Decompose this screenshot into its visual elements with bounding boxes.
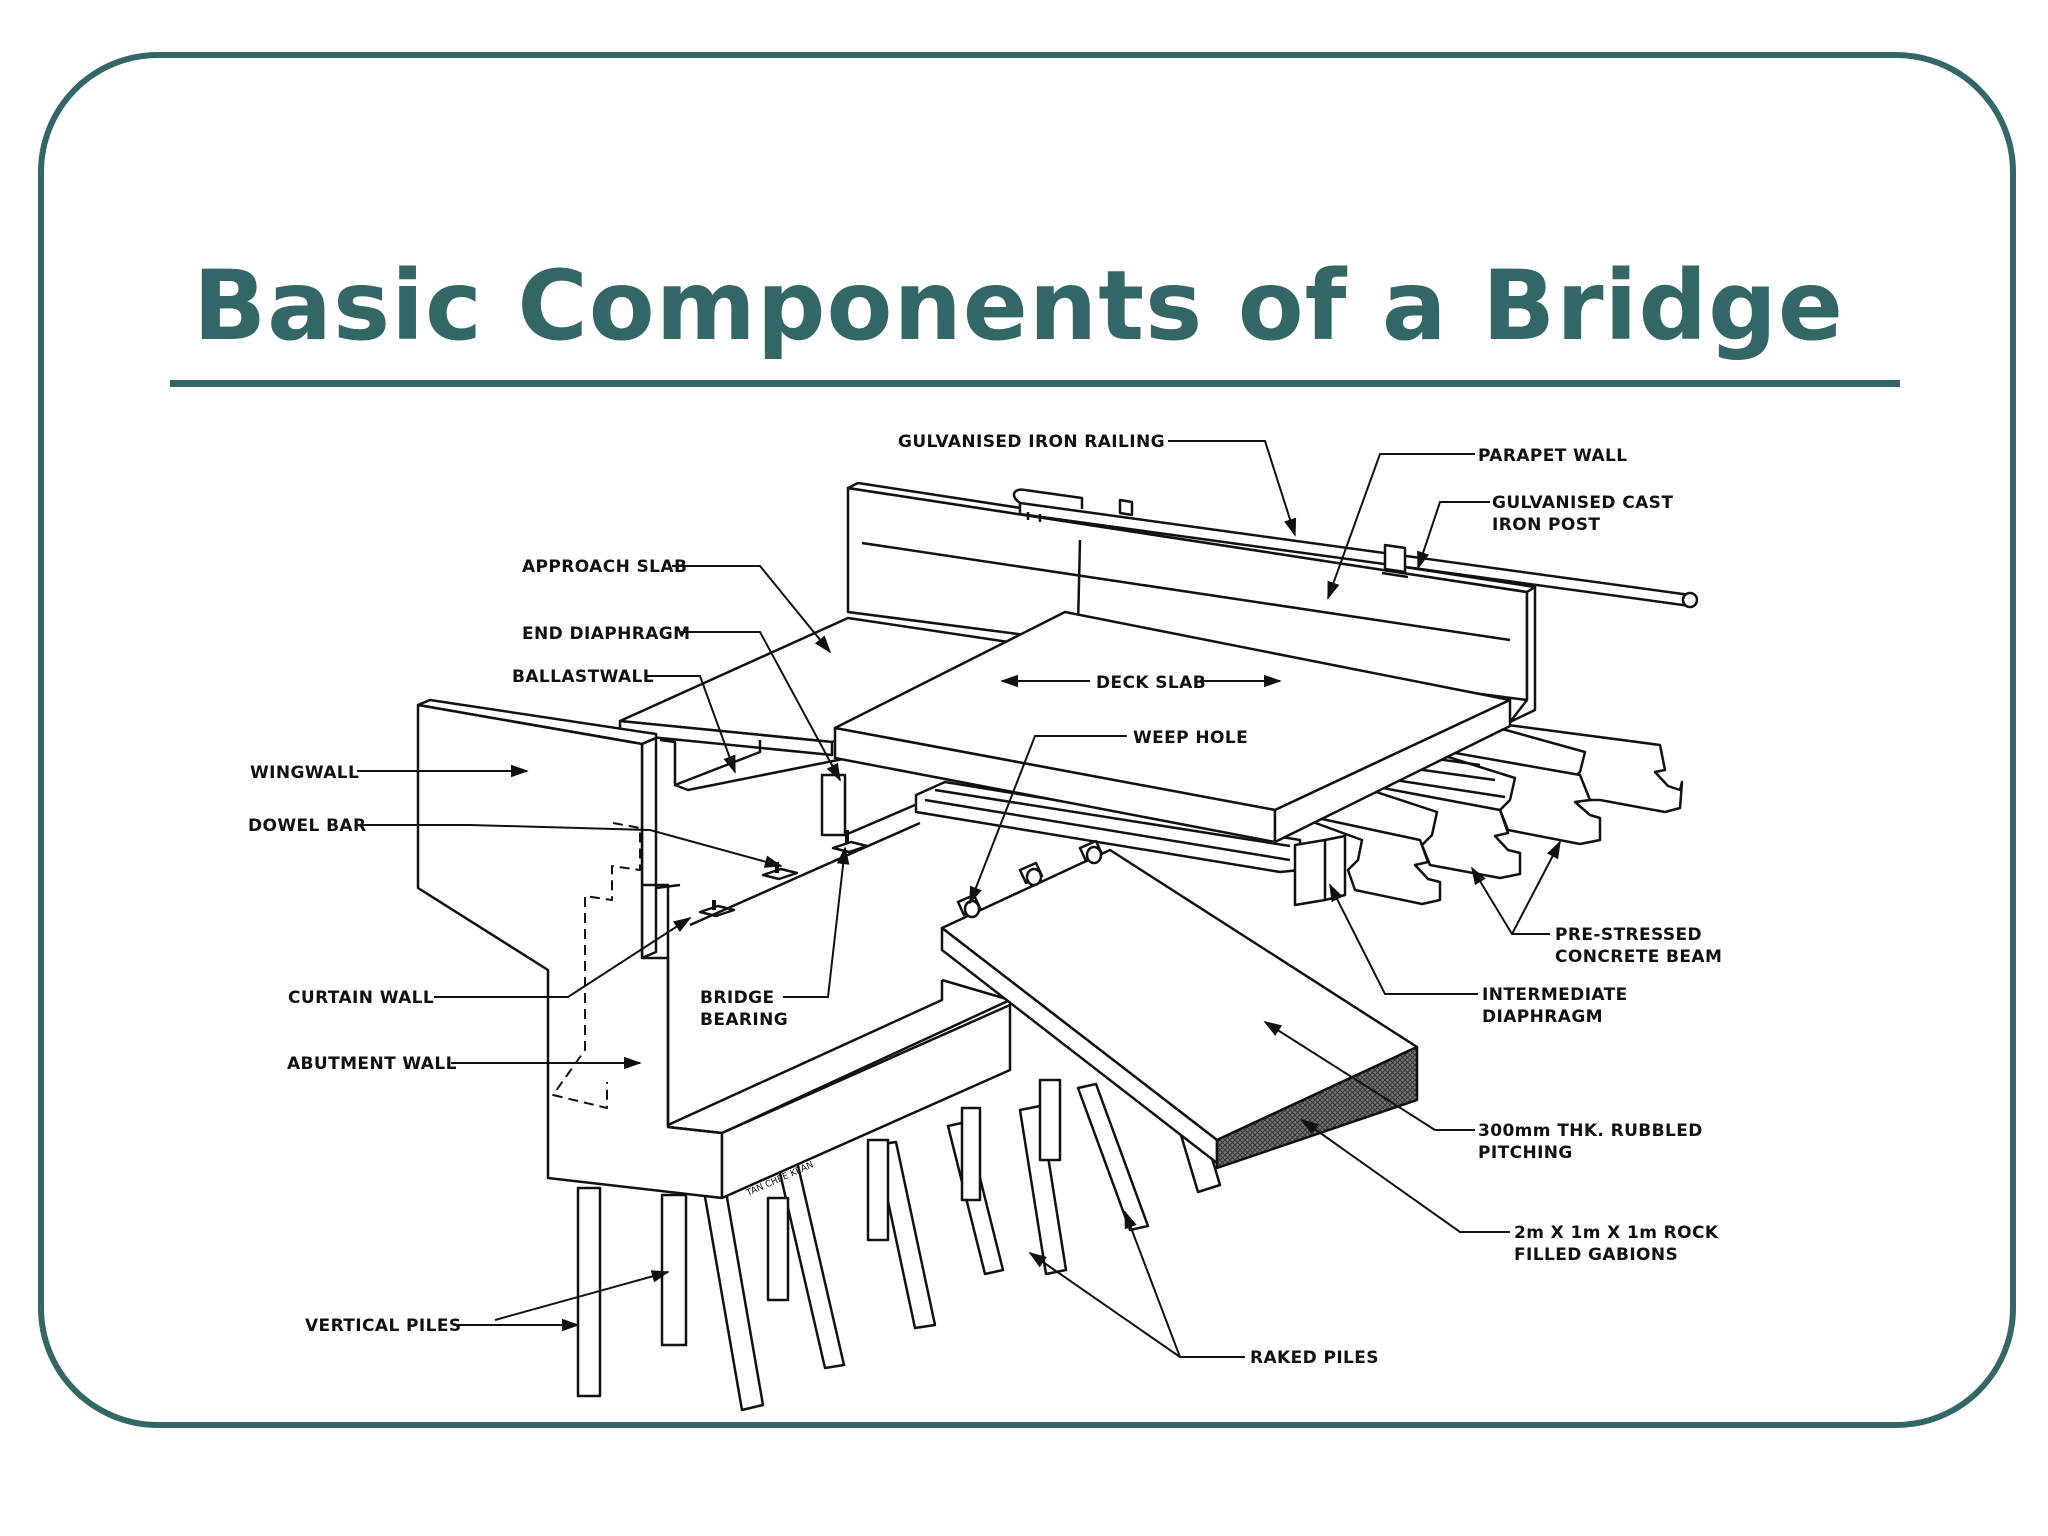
curtain-wall — [552, 822, 641, 1109]
galvanised-iron-railing — [1012, 488, 1699, 609]
label-prestressed-beam-line1: PRE-STRESSED — [1555, 925, 1702, 945]
label-intermediate-diaphragm-line1: INTERMEDIATE — [1482, 985, 1628, 1005]
label-wingwall: WINGWALL — [250, 763, 359, 783]
label-dowel-bar: DOWEL BAR — [248, 816, 366, 836]
label-vertical-piles: VERTICAL PILES — [305, 1316, 461, 1336]
label-parapet-wall: PARAPET WALL — [1478, 446, 1628, 466]
label-abutment-wall: ABUTMENT WALL — [287, 1054, 457, 1074]
label-bridge-bearing-line1: BRIDGE — [700, 988, 774, 1008]
label-deck-slab: DECK SLAB — [1096, 673, 1206, 693]
intermediate-diaphragm — [1293, 834, 1347, 907]
rock-filled-gabions — [1215, 1045, 1419, 1170]
label-gabions-line1: 2m X 1m X 1m ROCK — [1514, 1223, 1719, 1243]
label-cast-iron-post-line1: GULVANISED CAST — [1492, 493, 1673, 513]
label-end-diaphragm: END DIAPHRAGM — [522, 624, 690, 644]
bridge-bearings — [689, 821, 921, 927]
deck-slab — [833, 610, 1512, 844]
abutment — [416, 698, 1012, 1200]
label-rubbled-pitching-line1: 300mm THK. RUBBLED — [1478, 1121, 1703, 1141]
leader-lines — [357, 440, 1561, 1358]
label-cast-iron-post-line2: IRON POST — [1492, 515, 1600, 535]
label-intermediate-diaphragm-line2: DIAPHRAGM — [1482, 1007, 1603, 1027]
vertical-piles — [576, 1078, 1062, 1398]
label-weep-hole: WEEP HOLE — [1133, 728, 1248, 748]
label-prestressed-beam-line2: CONCRETE BEAM — [1555, 947, 1722, 967]
weep-holes — [956, 839, 1104, 919]
label-rubbled-pitching-line2: PITCHING — [1478, 1143, 1573, 1163]
label-galvanised-iron-railing: GULVANISED IRON RAILING — [898, 432, 1165, 452]
label-gabions-line2: FILLED GABIONS — [1514, 1245, 1678, 1265]
slide-frame — [38, 52, 2016, 1428]
label-ballastwall: BALLASTWALL — [512, 667, 654, 687]
label-bridge-bearing-line2: BEARING — [700, 1010, 788, 1030]
title-underline — [170, 380, 1900, 387]
ballast-wall — [659, 738, 849, 792]
label-raked-piles: RAKED PILES — [1250, 1348, 1379, 1368]
label-curtain-wall: CURTAIN WALL — [288, 988, 434, 1008]
label-approach-slab: APPROACH SLAB — [522, 557, 687, 577]
slide-title: Basic Components of a Bridge — [193, 250, 1844, 362]
